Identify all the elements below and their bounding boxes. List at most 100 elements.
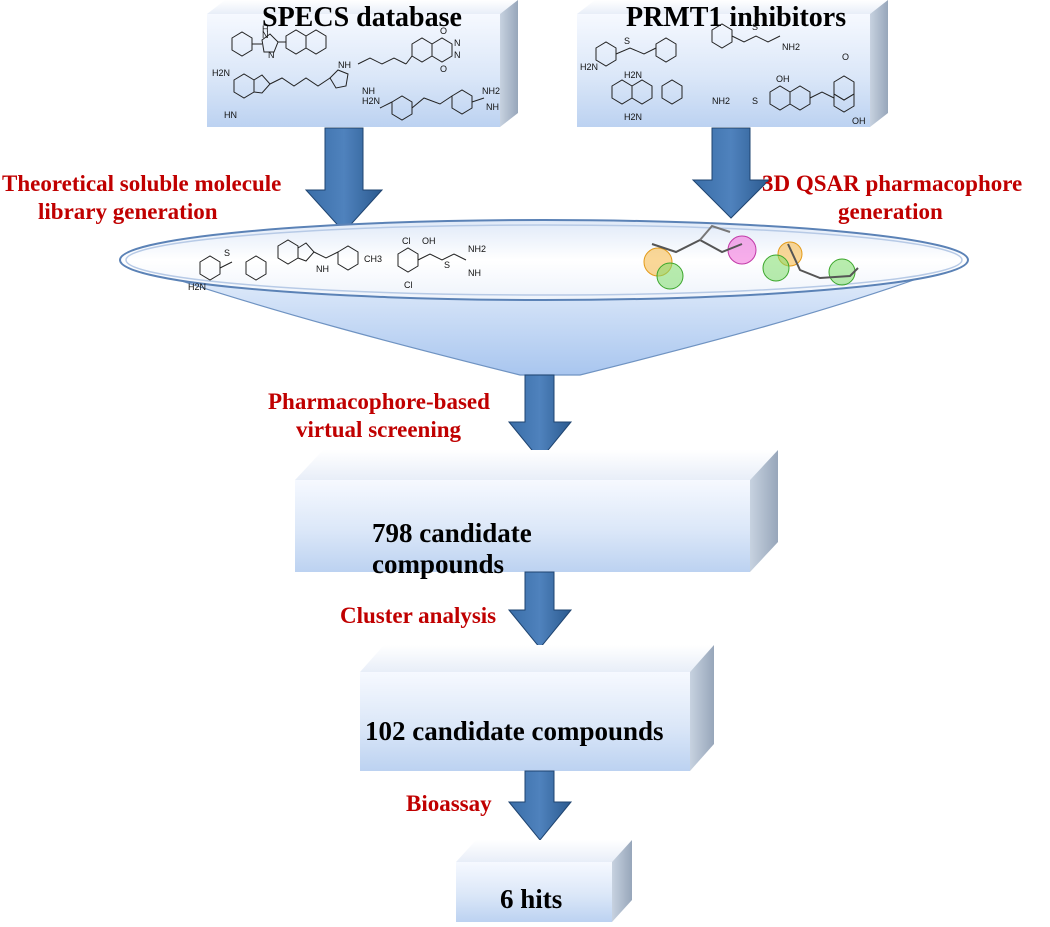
ring: [329, 69, 349, 89]
atom-label: OH: [776, 74, 790, 84]
box-hits: [456, 840, 632, 922]
atom-label: S: [624, 36, 630, 46]
box-front-face: [295, 480, 750, 572]
atom-label: OH: [422, 236, 436, 246]
ring: [655, 37, 677, 63]
ring: [245, 255, 267, 281]
candidates-798-line2: compounds: [372, 549, 505, 579]
atom-label: S: [752, 96, 758, 106]
atom-label: NH2: [782, 42, 800, 52]
funnel-rim-inner: [125, 224, 963, 296]
candidates-102-label: 102 candidate compounds: [365, 716, 664, 746]
library-generation-line1: Theoretical soluble molecule: [2, 171, 282, 196]
feature-sphere: [828, 258, 856, 286]
library-generation-label: Theoretical soluble molecule library gen…: [2, 170, 281, 226]
funnel-structures: [199, 239, 467, 281]
cluster-analysis-label: Cluster analysis: [340, 603, 497, 628]
ligand-stick: [787, 243, 859, 280]
ring: [253, 74, 271, 94]
candidates-798-line1: 798 candidate: [372, 518, 532, 548]
atom-label: O: [842, 52, 849, 62]
atom-label: H2N: [624, 112, 642, 122]
atom-label: N: [454, 50, 461, 60]
feature-sphere: [656, 262, 684, 290]
candidates-798-label: 798 candidate compounds: [372, 518, 532, 580]
chain: [417, 253, 467, 261]
atom-label: NH: [468, 268, 481, 278]
prmt1-structures: [595, 23, 855, 113]
box-side-face: [612, 840, 632, 922]
ring: [305, 29, 327, 55]
ring: [261, 33, 279, 53]
atom-label: N: [268, 50, 275, 60]
specs-database-box: [207, 0, 518, 127]
atom-label: NH: [316, 264, 329, 274]
atom-label: H2N: [580, 62, 598, 72]
ring: [337, 245, 359, 271]
ring: [451, 89, 473, 115]
virtual-screening-line2: virtual screening: [296, 417, 462, 442]
box-top-face: [456, 840, 632, 862]
atom-label: NH: [486, 102, 499, 112]
ligand-stick: [699, 224, 731, 241]
pharmacophore-generation-line1: 3D QSAR pharmacophore: [762, 171, 1023, 196]
atom-label: S: [752, 22, 758, 32]
pharmacophore-models: [643, 224, 859, 290]
atom-label: S: [224, 248, 230, 258]
pharmacophore-model-a: [643, 224, 757, 290]
atom-label: NH: [338, 60, 351, 70]
atom-label: N: [454, 38, 461, 48]
box-798-candidates: [295, 450, 778, 572]
box-top-face: [577, 0, 888, 14]
arrow-shape: [507, 770, 573, 841]
box-front-face: [360, 672, 690, 771]
ring: [631, 79, 653, 105]
chain: [313, 251, 339, 259]
atom-label: NH2: [482, 86, 500, 96]
chain: [615, 47, 657, 55]
atom-label: HN: [224, 110, 237, 120]
atom-label: NH2: [468, 244, 486, 254]
feature-sphere: [727, 235, 757, 265]
arrow-funnel-to-798: [507, 374, 573, 461]
box-front-face: [456, 862, 612, 922]
screening-funnel: [119, 219, 969, 376]
arrow-shape: [507, 374, 573, 461]
pharmacophore-model-b: [762, 241, 859, 286]
box-102-candidates: [360, 645, 714, 771]
arrow-102-to-hits: [507, 770, 573, 841]
library-generation-line2: library generation: [38, 199, 218, 224]
chain: [269, 77, 331, 87]
ring: [231, 31, 253, 57]
ring: [833, 93, 855, 113]
box-top-face: [295, 450, 778, 480]
atom-label: O: [440, 64, 447, 74]
chain: [411, 95, 453, 109]
atom-label: O: [440, 26, 447, 36]
box-side-face: [500, 0, 518, 127]
box-side-face: [690, 645, 714, 771]
bond: [405, 55, 413, 65]
hits-label: 6 hits: [500, 884, 563, 914]
funnel-structure-labels: S H2N NH CH3 Cl OH S NH2 NH Cl: [188, 236, 486, 292]
chain: [731, 35, 781, 43]
bond: [471, 97, 485, 103]
atom-label: H: [262, 24, 269, 34]
atom-label: H2N: [362, 96, 380, 106]
atom-label: NH2: [712, 96, 730, 106]
ring: [711, 23, 733, 49]
atom-label: NH: [362, 86, 375, 96]
ring: [789, 85, 811, 111]
box-top-face: [360, 645, 714, 672]
ring: [199, 255, 221, 281]
arrow-prmt1-to-funnel: [691, 127, 771, 219]
ring: [391, 95, 413, 121]
box-front-face: [577, 14, 870, 127]
specs-structure-labels: H N N H2N H2N NH NH2 NH O O N N HN NH: [212, 24, 500, 120]
atom-label: S: [444, 260, 450, 270]
atom-label: H2N: [212, 68, 230, 78]
specs-database-title: SPECS database: [262, 2, 462, 33]
atom-label: OH: [852, 116, 866, 126]
